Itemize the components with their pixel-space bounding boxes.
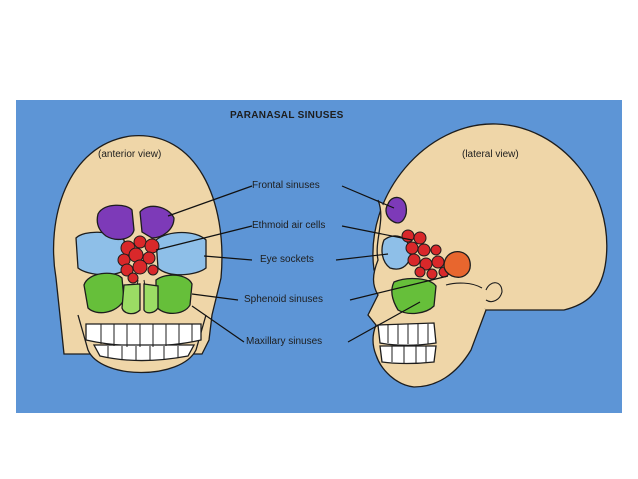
anterior-view-label: (anterior view)	[98, 149, 162, 160]
sinus-diagram	[52, 123, 608, 388]
anterior-ethmoid-cells	[117, 235, 160, 284]
label-maxillary-sinuses: Maxillary sinuses	[246, 336, 323, 347]
diagram-panel: PARANASAL SINUSES (anterior view) (later…	[16, 100, 622, 413]
lateral-lower-teeth	[379, 345, 437, 365]
diagram-title: PARANASAL SINUSES	[230, 110, 344, 121]
anterior-maxillary-sinus-right	[155, 274, 193, 315]
anterior-upper-teeth	[85, 323, 202, 347]
lateral-ethmoid-cells	[401, 229, 450, 280]
lateral-eye-socket	[381, 235, 411, 270]
anterior-maxillary-sinus-left	[83, 272, 125, 314]
anterior-frontal-sinus-left	[96, 204, 135, 241]
lateral-view-label: (lateral view)	[462, 149, 519, 160]
leader-lines	[155, 185, 449, 343]
anterior-sphenoid-sinus-left	[121, 283, 141, 315]
lateral-frontal-sinus	[385, 196, 408, 224]
lateral-upper-teeth	[377, 322, 437, 346]
anterior-lower-teeth	[92, 344, 196, 362]
anterior-eye-socket-right	[155, 231, 207, 276]
label-frontal-sinuses: Frontal sinuses	[252, 180, 320, 191]
lateral-sphenoid-sinus	[443, 251, 471, 278]
label-eye-sockets: Eye sockets	[260, 254, 314, 265]
anterior-frontal-sinus-right	[139, 205, 175, 239]
label-sphenoid-sinuses: Sphenoid sinuses	[244, 294, 323, 305]
label-ethmoid-air-cells: Ethmoid air cells	[252, 220, 326, 231]
anterior-sphenoid-sinus-right	[143, 283, 159, 314]
